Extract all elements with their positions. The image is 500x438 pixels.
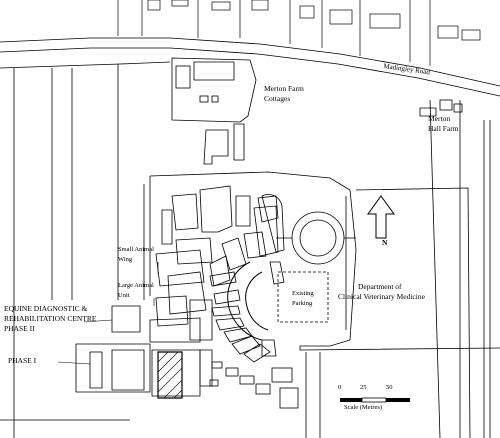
madingley-road [0, 37, 500, 97]
department-label-2: Clinical Veterinary Medicine [338, 292, 425, 301]
merton-farm-cottages-label-1: Merton Farm [264, 84, 304, 93]
large-animal-unit-label-2: Unit [118, 292, 130, 299]
small-animal-wing-label-1: Small Animal [118, 246, 154, 253]
department-label-1: Department of [358, 282, 402, 291]
scale-tick-50: 50 [386, 384, 393, 391]
merton-farm-cottages-compound [171, 57, 257, 165]
merton-hall-farm [419, 99, 463, 117]
north-label: N [382, 238, 388, 247]
roundabout [276, 211, 356, 265]
eastern-boundary [0, 99, 441, 438]
phase-one-hatched [157, 351, 183, 399]
merton-farm-cottages-label-2: Cottages [264, 94, 291, 103]
scale-tick-0: 0 [338, 384, 342, 391]
existing-parking-label-2: Parking [292, 300, 313, 307]
southern-outbuildings [209, 361, 299, 409]
existing-parking-outline [277, 271, 329, 323]
existing-parking-label-1: Existing [292, 290, 314, 297]
scale-caption: Scale (Metres) [344, 404, 383, 411]
scale-bar [340, 397, 410, 403]
phase-one-label: PHASE I [8, 356, 37, 365]
radial-wards [209, 261, 285, 363]
equine-centre-label-3: PHASE II [4, 324, 35, 333]
merton-hall-farm-label-2: Hall Farm [428, 124, 459, 133]
equine-centre-label-2: REHABILITATION CENTRE [4, 314, 97, 323]
equine-centre-label-1: EQUINE DIAGNOSTIC & [4, 304, 88, 313]
large-animal-unit-label-1: Large Animal [118, 282, 154, 289]
leader-lines [57, 262, 159, 365]
north-houses [117, 0, 481, 66]
small-animal-wing-label-2: Wing [118, 256, 133, 263]
site-roads [143, 100, 500, 438]
scale-tick-25: 25 [360, 384, 367, 391]
phase-buildings [75, 343, 213, 397]
main-buildings [111, 185, 285, 343]
north-arrow-icon [367, 195, 395, 239]
western-field-boundaries [0, 61, 171, 360]
merton-hall-farm-label-1: Merton [428, 114, 451, 123]
